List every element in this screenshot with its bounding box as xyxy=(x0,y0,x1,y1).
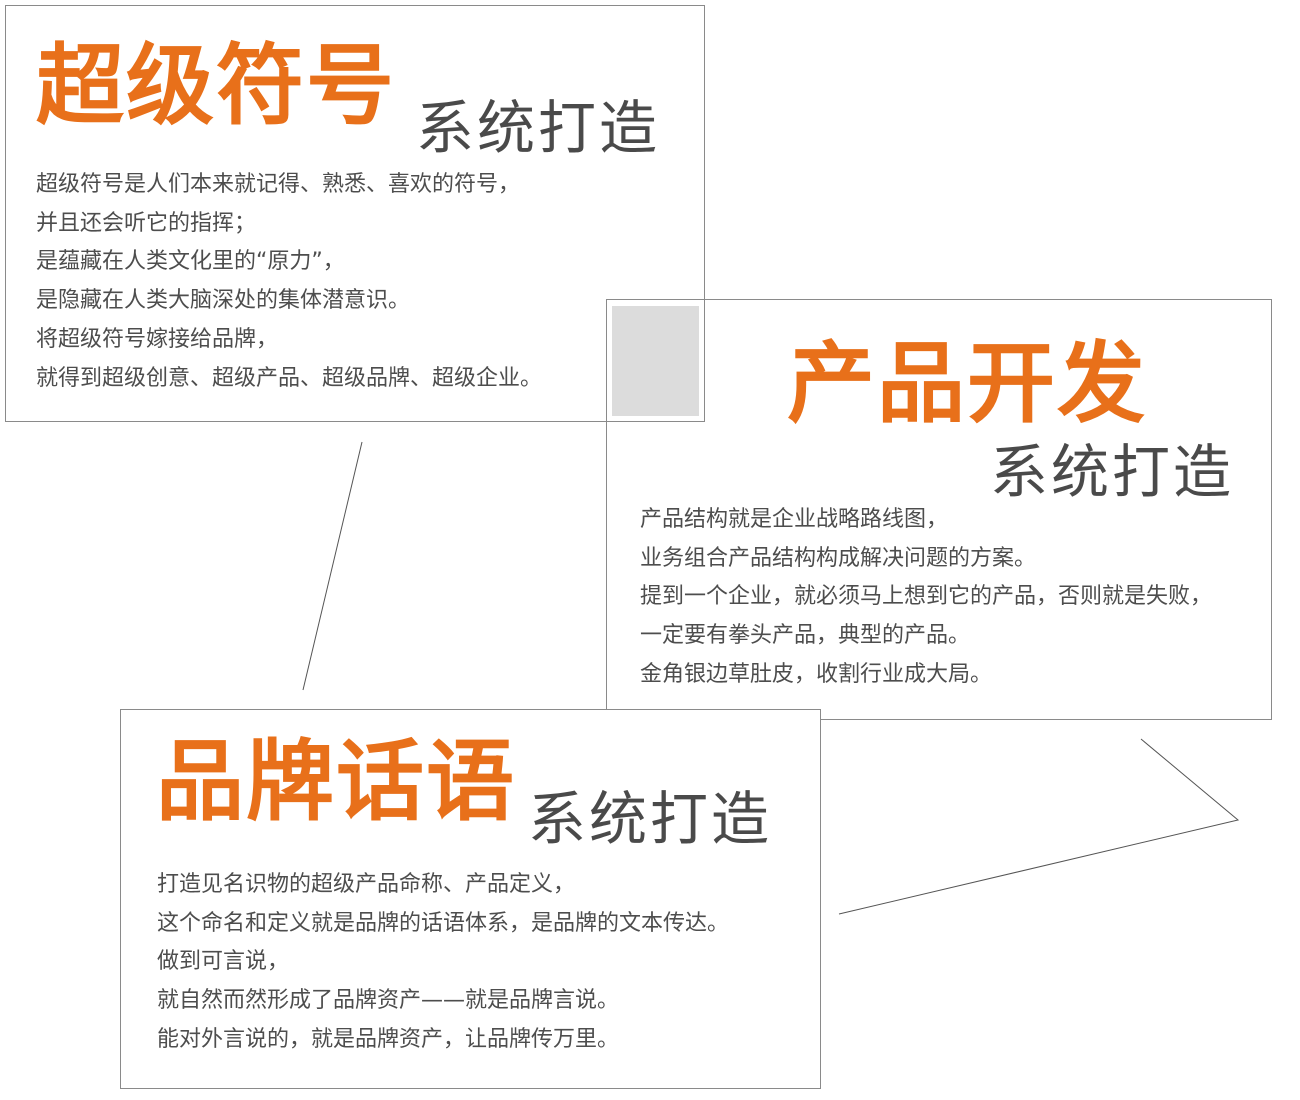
description-line: 这个命名和定义就是品牌的话语体系，是品牌的文本传达。 xyxy=(157,910,730,936)
card-description: 超级符号是人们本来就记得、熟悉、喜欢的符号， 并且还会听它的指挥； 是蕴藏在人类… xyxy=(36,166,542,398)
card-title: 品牌话语 xyxy=(156,730,517,833)
card-brand-discourse: 品牌话语 系统打造 打造见名识物的超级产品命称、产品定义， 这个命名和定义就是品… xyxy=(120,709,821,1089)
card-subtitle: 系统打造 xyxy=(528,785,773,853)
description-line: 打造见名识物的超级产品命称、产品定义， xyxy=(157,872,576,897)
description-line: 业务组合产品结构构成解决问题的方案。 xyxy=(640,545,1037,571)
description-line: 能对外言说的，就是品牌资产，让品牌传万里。 xyxy=(157,1026,620,1052)
description-line: 是隐藏在人类大脑深处的集体潜意识。 xyxy=(36,288,411,314)
description-line: 是蕴藏在人类文化里的“原力”， xyxy=(36,249,345,275)
description-line: 就自然而然形成了品牌资产——就是品牌言说。 xyxy=(157,988,620,1014)
card-title: 超级符号 xyxy=(36,34,397,137)
card-title: 产品开发 xyxy=(787,332,1148,435)
card-subtitle: 系统打造 xyxy=(416,94,661,162)
card-product-development: 产品开发 系统打造 产品结构就是企业战略路线图， 业务组合产品结构构成解决问题的… xyxy=(606,299,1272,720)
description-line: 产品结构就是企业战略路线图， xyxy=(640,507,949,532)
card-super-symbol: 超级符号 系统打造 超级符号是人们本来就记得、熟悉、喜欢的符号， 并且还会听它的… xyxy=(5,5,705,422)
description-line: 做到可言说， xyxy=(157,949,290,975)
description-line: 将超级符号嫁接给品牌， xyxy=(36,326,279,352)
connector-line-card1-to-card3 xyxy=(302,441,363,691)
description-line: 超级符号是人们本来就记得、熟悉、喜欢的符号， xyxy=(36,172,521,197)
description-line: 就得到超级创意、超级产品、超级品牌、超级企业。 xyxy=(36,365,543,391)
card-description: 打造见名识物的超级产品命称、产品定义， 这个命名和定义就是品牌的话语体系，是品牌… xyxy=(157,866,729,1060)
gray-placeholder-square xyxy=(612,306,699,416)
description-line: 一定要有拳头产品，典型的产品。 xyxy=(640,623,971,649)
description-line: 金角银边草肚皮，收割行业成大局。 xyxy=(640,661,993,687)
card-description: 产品结构就是企业战略路线图， 业务组合产品结构构成解决问题的方案。 提到一个企业… xyxy=(640,501,1212,695)
connector-line-card2-to-card3 xyxy=(838,738,1240,915)
description-line: 并且还会听它的指挥； xyxy=(36,210,257,236)
card-subtitle: 系统打造 xyxy=(990,438,1235,506)
description-line: 提到一个企业，就必须马上想到它的产品，否则就是失败， xyxy=(640,584,1213,610)
